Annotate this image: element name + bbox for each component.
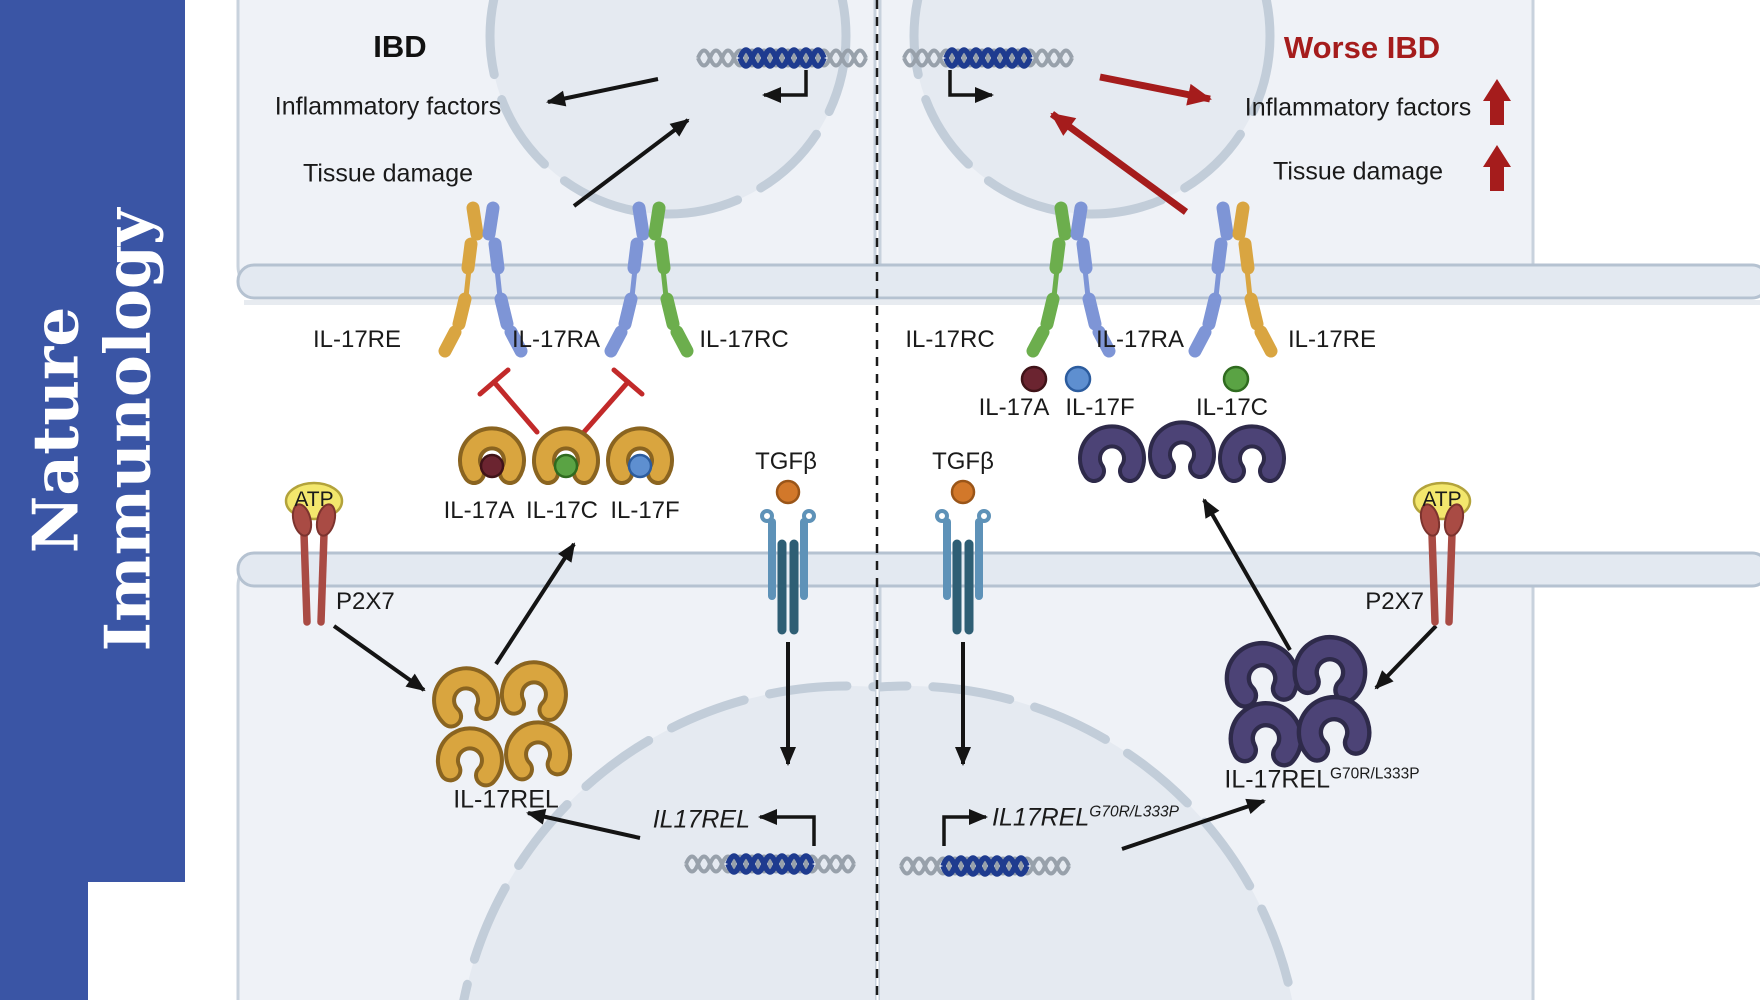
label-il17rel-mutant-right: IL-17RELG70R/L333P xyxy=(1224,765,1420,794)
dna-icon-bottom-left xyxy=(686,856,854,872)
arrow-receptor-to-nucleus-left xyxy=(572,118,690,208)
transcription-arrow-bottom-right xyxy=(942,809,988,846)
label-il17re-left: IL-17RE xyxy=(312,326,402,353)
panel-title-worse-ibd: Worse IBD xyxy=(1283,30,1441,65)
dna-icon-top-left xyxy=(698,50,866,66)
red-arrow-receptor-to-nucleus xyxy=(1049,111,1189,215)
journal-name-line2: Immunology xyxy=(91,208,165,652)
label-il17f-right: IL-17F xyxy=(1065,394,1135,421)
label-inflammatory-factors-right: Inflammatory factors xyxy=(1244,93,1472,122)
il17-ligands-left xyxy=(470,438,662,477)
increase-arrow-tissue-damage xyxy=(1483,145,1511,191)
il17c-dot xyxy=(553,453,579,479)
label-il17a-left: IL-17A xyxy=(443,497,515,524)
arrow-il17rel-to-ligands-left xyxy=(494,542,576,666)
label-il17c-left: IL-17C xyxy=(525,497,599,524)
label-il17rel-gene-left: IL17REL xyxy=(652,805,750,834)
nucleus-bottom-right xyxy=(880,681,1305,1000)
journal-sidebar: Nature Immunology xyxy=(0,0,185,1000)
label-il17rc-left: IL-17RC xyxy=(699,326,789,353)
label-il17rc-right: IL-17RC xyxy=(905,326,995,353)
il17f-dot xyxy=(627,453,653,479)
label-inflammatory-factors-left: Inflammatory factors xyxy=(274,92,502,121)
label-il17rel-protein-left: IL-17REL xyxy=(453,785,559,814)
tgfb-ligand-dot-left xyxy=(775,479,801,505)
inhibition-tbar-left xyxy=(477,367,540,435)
arrow-il17rel-to-ligands-right xyxy=(1202,498,1292,651)
label-p2x7-left: P2X7 xyxy=(336,588,395,615)
il17a-dot xyxy=(479,453,505,479)
cell-membrane-top xyxy=(236,263,1760,300)
arrow-gene-to-protein-right xyxy=(1121,798,1266,851)
label-il17ra-left: IL-17RA xyxy=(511,326,601,353)
label-il17re-right: IL-17RE xyxy=(1287,326,1377,353)
sidebar-cutout xyxy=(88,882,185,1000)
label-tgfb-left: TGFβ xyxy=(755,448,817,475)
arrow-p2x7-to-il17rel-left xyxy=(332,624,426,692)
transcription-arrow-bottom-left xyxy=(758,809,816,846)
nucleus-bottom-left xyxy=(451,681,875,1000)
il17a-dot-right xyxy=(1020,365,1048,393)
dna-icon-top-right xyxy=(904,50,1072,66)
arrow-to-inflammatory-factors-left xyxy=(546,77,659,107)
label-il17a-right: IL-17A xyxy=(978,394,1050,421)
dna-icon-bottom-right xyxy=(901,858,1069,874)
nucleus-top-right xyxy=(909,0,1275,219)
transcription-arrow-top-left xyxy=(762,70,808,103)
arrow-p2x7-to-il17rel-right xyxy=(1374,624,1438,690)
label-p2x7-right: P2X7 xyxy=(1365,588,1424,615)
cell-membrane-bottom xyxy=(236,551,1760,588)
label-atp-right: ATP xyxy=(1422,488,1462,511)
journal-logo: Nature Immunology xyxy=(18,208,165,652)
il17c-dot-right xyxy=(1222,365,1250,393)
label-il17c-right: IL-17C xyxy=(1195,394,1269,421)
label-tissue-damage-left: Tissue damage xyxy=(303,159,473,188)
membrane-shadow xyxy=(244,300,1760,305)
label-tgfb-right: TGFβ xyxy=(932,448,994,475)
tgfb-ligand-dot-right xyxy=(950,479,976,505)
red-arrow-to-inflammatory-factors xyxy=(1099,73,1212,106)
label-il17ra-right: IL-17RA xyxy=(1095,326,1185,353)
inhibition-tbar-right xyxy=(581,367,645,435)
transcription-arrow-top-right xyxy=(948,70,994,103)
panel-title-ibd: IBD xyxy=(373,29,427,64)
il17f-dot-right xyxy=(1064,365,1092,393)
arrow-gene-to-protein-left xyxy=(526,808,641,840)
increase-arrow-inflammatory xyxy=(1483,79,1511,125)
label-il17f-left: IL-17F xyxy=(610,497,680,524)
mutant-il17rel-ligands-right xyxy=(1090,432,1274,471)
label-atp-left: ATP xyxy=(294,488,334,511)
label-tissue-damage-right: Tissue damage xyxy=(1273,157,1443,186)
journal-name-line1: Nature xyxy=(18,306,93,554)
label-il17rel-gene-right: IL17RELG70R/L333P xyxy=(992,803,1179,832)
nucleus-top-left xyxy=(485,0,851,219)
